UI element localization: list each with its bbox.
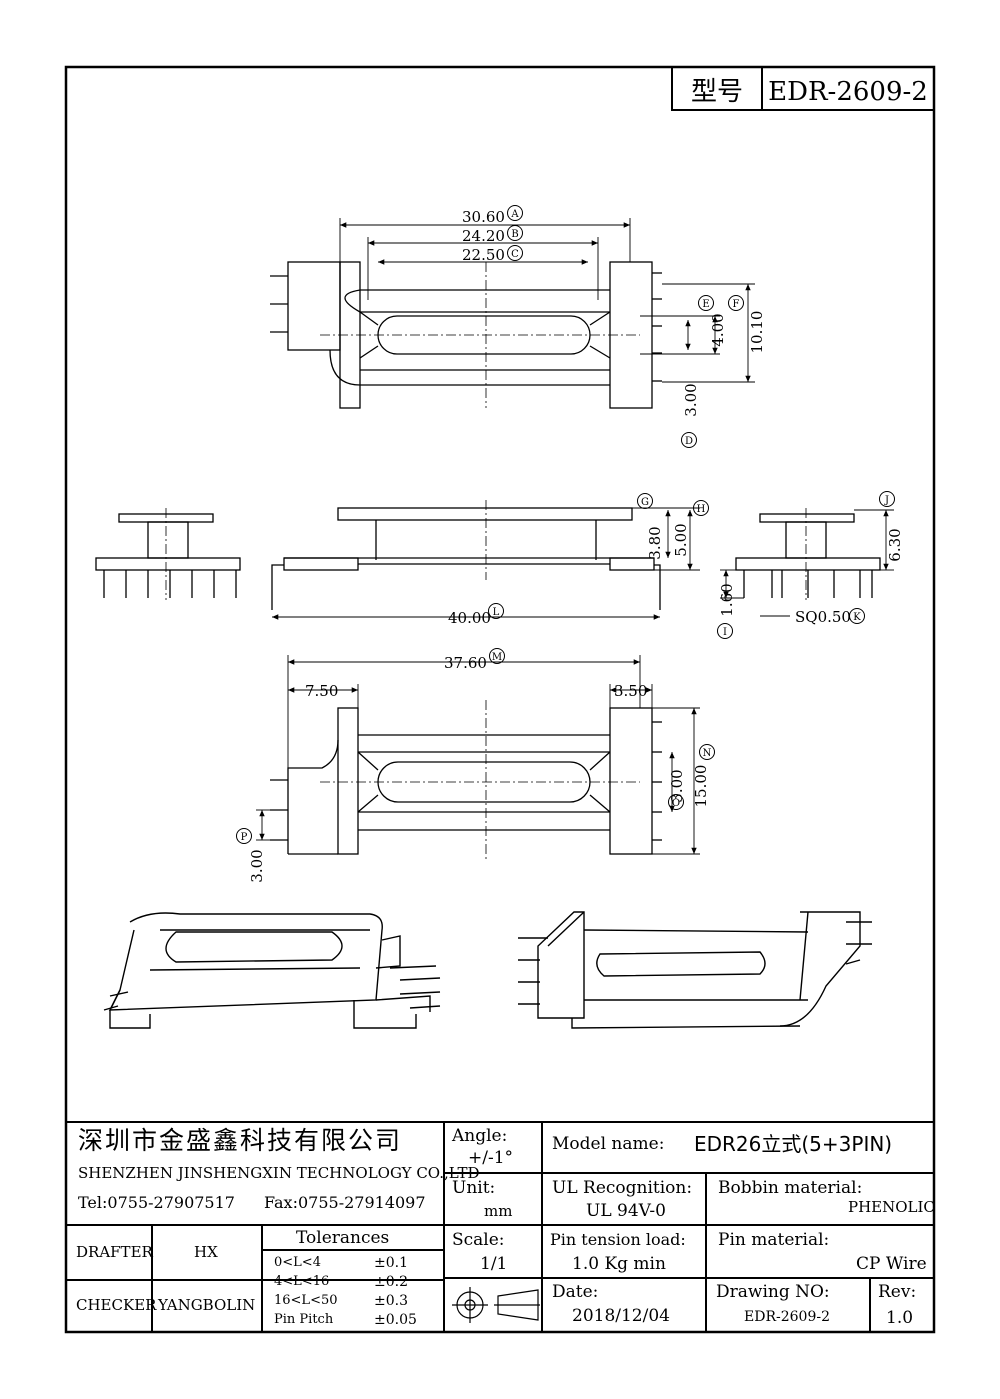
callout-circles	[236, 205, 895, 844]
svg-text:B: B	[511, 229, 518, 240]
dim-d: 3.00	[682, 383, 700, 416]
pin-material-value: CP Wire	[856, 1254, 927, 1274]
side-view-dimensions	[720, 509, 894, 617]
dim-p: 3.00	[248, 849, 266, 882]
tolerance-value: ±0.1	[374, 1255, 408, 1271]
front-view	[271, 500, 661, 610]
isometric-view-left	[103, 912, 441, 1029]
unit-label: Unit:	[452, 1178, 496, 1198]
bobbin-value: PHENOLIC	[848, 1198, 935, 1216]
drawing-no-label: Drawing NO:	[716, 1282, 830, 1302]
title-block-grid	[66, 1121, 934, 1332]
dim-a: 30.60	[462, 208, 505, 226]
scale-label: Scale:	[452, 1230, 505, 1250]
tolerance-value: ±0.3	[374, 1293, 408, 1309]
svg-text:A: A	[510, 209, 519, 220]
tolerance-value: ±0.2	[374, 1274, 408, 1290]
rev-value: 1.0	[886, 1308, 914, 1328]
tolerance-value: ±0.05	[374, 1312, 417, 1328]
svg-text:P: P	[241, 832, 248, 843]
dim-o: 3.00	[668, 769, 686, 802]
ul-value: UL 94V-0	[586, 1201, 666, 1221]
svg-text:G: G	[641, 497, 649, 508]
dim-h: 5.00	[672, 523, 690, 556]
svg-text:D: D	[685, 436, 693, 447]
svg-text:L: L	[493, 607, 500, 618]
pin-material-label: Pin material:	[718, 1230, 830, 1250]
dim-f: 10.10	[748, 311, 766, 354]
ul-label: UL Recognition:	[552, 1178, 693, 1198]
svg-text:I: I	[723, 627, 727, 638]
svg-text:M: M	[492, 652, 502, 663]
pin-tension-value: 1.0 Kg min	[572, 1254, 666, 1274]
company-name-en: SHENZHEN JINSHENGXIN TECHNOLOGY CO.,LTD	[78, 1164, 480, 1182]
isometric-view-right	[518, 911, 872, 1029]
dim-c: 22.50	[462, 246, 505, 264]
tolerance-range: 16<L<50	[274, 1293, 338, 1308]
drafter-label: DRAFTER	[76, 1243, 153, 1261]
company-name-cn: 深圳市金盛鑫科技有限公司	[78, 1126, 403, 1155]
bobbin-label: Bobbin material:	[718, 1178, 863, 1198]
dim-e: 4.00	[709, 313, 727, 346]
bottom-view	[270, 700, 662, 862]
pin-tension-label: Pin tension load:	[550, 1230, 686, 1249]
rev-label: Rev:	[878, 1282, 917, 1302]
svg-text:K: K	[853, 612, 861, 623]
bottom-view-dimensions	[256, 655, 700, 855]
header-box: 型号 EDR-2609-2	[671, 66, 935, 111]
dim-l: 40.00	[448, 609, 491, 627]
dim-b: 24.20	[462, 227, 505, 245]
unit-value: mm	[484, 1202, 513, 1220]
model-value: EDR-2609-2	[768, 77, 928, 107]
company-fax: Fax:0755-27914097	[264, 1193, 426, 1212]
dim-j: 6.30	[886, 528, 904, 561]
dim-right-offset: 3.50	[614, 682, 647, 700]
tolerance-range: 0<L<4	[274, 1255, 321, 1270]
svg-text:E: E	[702, 299, 709, 310]
drawing-frame	[64, 65, 936, 1334]
svg-text:J: J	[884, 495, 889, 506]
tolerance-range: 4<L<16	[274, 1274, 330, 1289]
drafter-value: HX	[194, 1243, 218, 1261]
checker-label: CHECKER	[76, 1296, 157, 1314]
checker-value: YANGBOLIN	[158, 1296, 256, 1314]
date-value: 2018/12/04	[572, 1306, 670, 1326]
date-label: Date:	[552, 1282, 599, 1302]
svg-text:O: O	[672, 798, 680, 809]
model-name-value: EDR26立式(5+3PIN)	[694, 1132, 893, 1156]
svg-text:H: H	[697, 504, 706, 515]
model-name-label: Model name:	[552, 1134, 665, 1154]
company-tel: Tel:0755-27907517	[78, 1193, 235, 1212]
svg-text:F: F	[733, 299, 740, 310]
tolerances-label: Tolerances	[296, 1228, 390, 1248]
scale-value: 1/1	[480, 1254, 508, 1274]
drawing-no-value: EDR-2609-2	[744, 1309, 830, 1325]
left-side-view	[95, 508, 241, 600]
svg-text:C: C	[511, 249, 519, 260]
svg-text:N: N	[703, 748, 712, 759]
projection-symbol	[452, 1287, 540, 1323]
model-label: 型号	[691, 77, 743, 107]
dim-g: 3.80	[646, 526, 664, 559]
dim-left-offset: 7.50	[305, 682, 338, 700]
top-view	[270, 261, 662, 409]
top-view-dimensions	[339, 218, 755, 383]
dim-i: 1.60	[718, 583, 736, 616]
angle-value: +/-1°	[468, 1148, 514, 1168]
dim-m: 37.60	[444, 654, 487, 672]
tolerance-range: Pin Pitch	[274, 1312, 334, 1327]
right-side-view	[735, 508, 881, 600]
angle-label: Angle:	[452, 1126, 508, 1146]
callout-letters: A B C D E F G H I J K L M N O P	[241, 209, 889, 843]
dim-k: SQ0.50	[795, 608, 851, 626]
dim-n: 15.00	[692, 765, 710, 808]
